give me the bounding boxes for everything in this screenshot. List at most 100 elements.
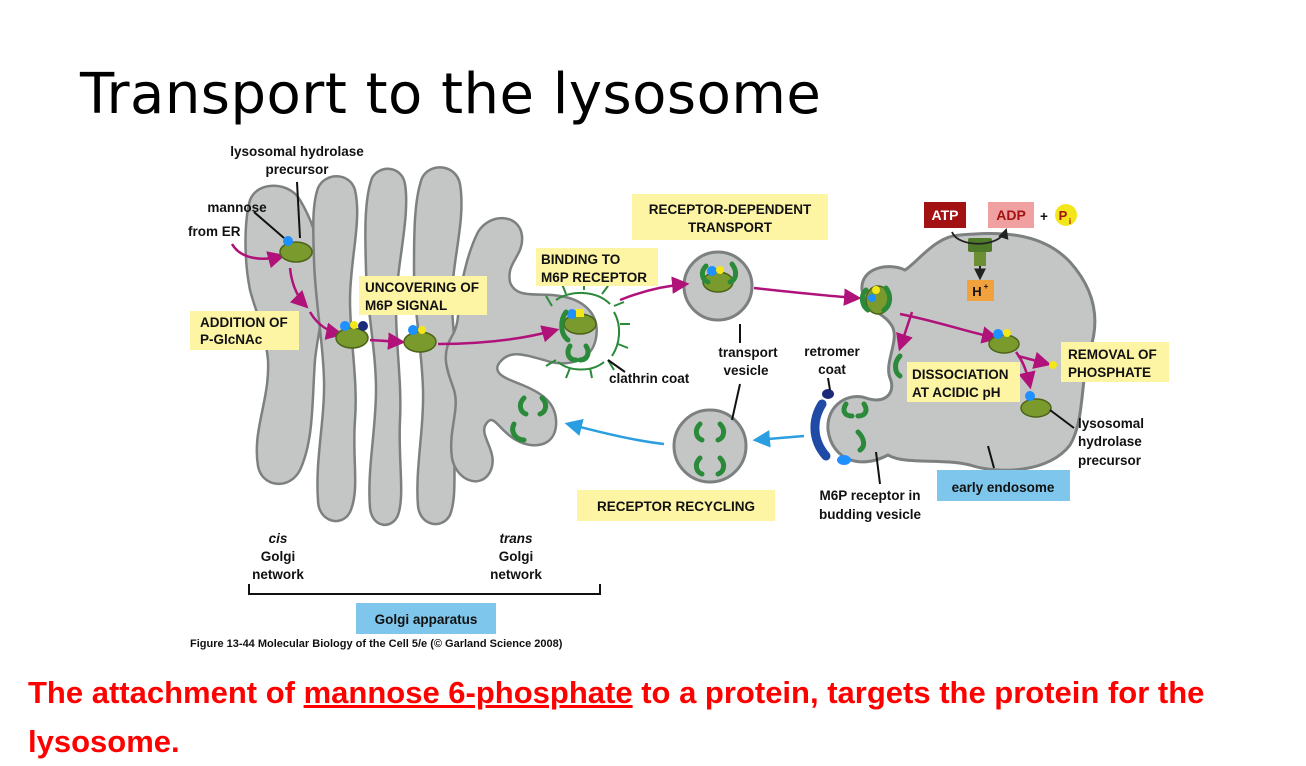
label-retromer-2: coat xyxy=(818,362,846,377)
label-mannose: mannose xyxy=(207,200,267,215)
label-hydrolase-right-1: lysosomal xyxy=(1078,416,1144,431)
dissociation-box xyxy=(907,362,1020,402)
label-transport-vesicle-1: transport xyxy=(718,345,778,360)
hydrolase-vesicle xyxy=(702,266,734,293)
hydrolase-proteins xyxy=(279,236,1057,418)
label-trans-1: trans xyxy=(499,531,533,546)
receptor-tgn-2 xyxy=(510,421,527,443)
label-h-sup: + xyxy=(984,282,989,291)
cisterna-2 xyxy=(312,175,359,523)
arrow-to-binding xyxy=(437,325,560,346)
label-rdt-1: RECEPTOR-DEPENDENT xyxy=(649,202,812,217)
slide-title: Transport to the lysosome xyxy=(80,62,822,127)
uncovering-box xyxy=(359,276,487,315)
label-from-er: from ER xyxy=(188,224,241,239)
receptor-recycle-1 xyxy=(693,421,727,443)
receptor-endosome-dissoc xyxy=(893,353,903,379)
hydrolase-final xyxy=(1020,391,1052,418)
arrow-removal-phosphate xyxy=(1017,351,1052,369)
label-addition-2: P-GlcNAc xyxy=(200,332,263,347)
label-h: H xyxy=(972,284,981,299)
early-endosome xyxy=(826,231,1097,472)
arrow-from-er xyxy=(230,243,286,269)
label-dissociation-2: AT ACIDIC pH xyxy=(912,385,1001,400)
label-atp: ATP xyxy=(932,207,959,223)
recycling-box xyxy=(577,490,775,521)
label-early-endosome: early endosome xyxy=(952,480,1055,495)
label-hydrolase-right-3: precursor xyxy=(1078,453,1142,468)
label-trans-2: Golgi xyxy=(499,549,534,564)
early-endosome-box xyxy=(937,470,1070,501)
label-binding-1: BINDING TO xyxy=(541,252,620,267)
released-phosphate xyxy=(1049,361,1057,369)
proton-pump xyxy=(951,227,1009,281)
removal-box xyxy=(1061,342,1169,382)
label-pi-sub: i xyxy=(1069,217,1071,226)
receptor-endosome-entry xyxy=(859,285,893,313)
label-golgi-apparatus: Golgi apparatus xyxy=(375,612,478,627)
label-hydrolase-top-1: lysosomal hydrolase xyxy=(230,144,364,159)
receptor-budding-2 xyxy=(855,429,867,453)
rdt-box xyxy=(632,194,828,240)
label-m6p-receptor-2: budding vesicle xyxy=(819,507,922,522)
arrow-to-uncovering xyxy=(369,332,406,350)
pointer-lines xyxy=(253,181,1075,485)
label-cis-2: Golgi xyxy=(261,549,296,564)
figure-caption: Figure 13-44 Molecular Biology of the Ce… xyxy=(190,638,563,650)
arrow-to-transport-vesicle xyxy=(619,276,690,302)
m6p-receptors xyxy=(510,261,903,477)
hydrolase-p-glcnac xyxy=(335,321,369,349)
label-rdt-2: TRANSPORT xyxy=(688,220,773,235)
hydrolase-binding xyxy=(563,309,597,335)
label-binding-2: M6P RECEPTOR xyxy=(541,270,647,285)
addition-box xyxy=(190,311,299,350)
statement-after: to a protein, targets the protein for th… xyxy=(28,675,1205,759)
hydrolase-released xyxy=(988,329,1020,354)
arrow-recycle-1 xyxy=(752,430,805,448)
label-uncovering-2: M6P SIGNAL xyxy=(365,298,447,313)
receptor-binding-1 xyxy=(559,309,571,343)
retromer-coat xyxy=(810,389,851,465)
binding-box xyxy=(536,248,658,286)
arrow-to-endosome xyxy=(753,286,862,306)
label-adp: ADP xyxy=(996,207,1026,223)
label-uncovering-1: UNCOVERING OF xyxy=(365,280,479,295)
receptor-recycle-2 xyxy=(693,455,727,477)
label-removal-1: REMOVAL OF xyxy=(1068,347,1157,362)
label-addition-1: ADDITION OF xyxy=(200,315,288,330)
receptor-binding-2 xyxy=(565,343,591,363)
label-receptor-recycling: RECEPTOR RECYCLING xyxy=(597,499,755,514)
statement-before: The attachment of xyxy=(28,675,304,710)
receptor-vesicle-1 xyxy=(699,261,739,285)
label-plus: + xyxy=(1040,209,1048,224)
hydrolase-uncovered xyxy=(403,325,437,353)
receptor-budding-1 xyxy=(841,401,869,419)
label-transport-vesicle-2: vesicle xyxy=(723,363,769,378)
pathway-arrows xyxy=(230,243,1052,448)
arrow-to-addition xyxy=(288,267,309,309)
label-retromer-1: retromer xyxy=(804,344,860,359)
h-box xyxy=(967,280,994,301)
label-m6p-receptor-1: M6P receptor in xyxy=(819,488,920,503)
label-removal-2: PHOSPHATE xyxy=(1068,365,1151,380)
golgi-apparatus-box xyxy=(356,603,496,634)
statement-link: mannose 6-phosphate xyxy=(303,675,633,710)
arrow-to-removal xyxy=(1014,351,1036,390)
cisterna-3 xyxy=(364,167,408,526)
label-dissociation-1: DISSOCIATION xyxy=(912,367,1009,382)
label-cis-3: network xyxy=(252,567,304,582)
hydrolase-er xyxy=(279,236,313,263)
arrow-recycle-2 xyxy=(564,418,665,446)
arrow-down-dissociation xyxy=(896,311,914,352)
label-cis-1: cis xyxy=(269,531,288,546)
recycling-vesicle xyxy=(672,408,748,484)
label-trans-3: network xyxy=(490,567,542,582)
label-hydrolase-right-2: hydrolase xyxy=(1078,434,1142,449)
summary-statement: The attachment of mannose 6-phosphate to… xyxy=(28,668,1298,766)
label-clathrin: clathrin coat xyxy=(609,371,690,386)
golgi-bracket xyxy=(248,584,601,595)
adp-box xyxy=(988,202,1034,228)
label-pi: P xyxy=(1059,208,1068,223)
pi-circle xyxy=(1055,204,1077,226)
